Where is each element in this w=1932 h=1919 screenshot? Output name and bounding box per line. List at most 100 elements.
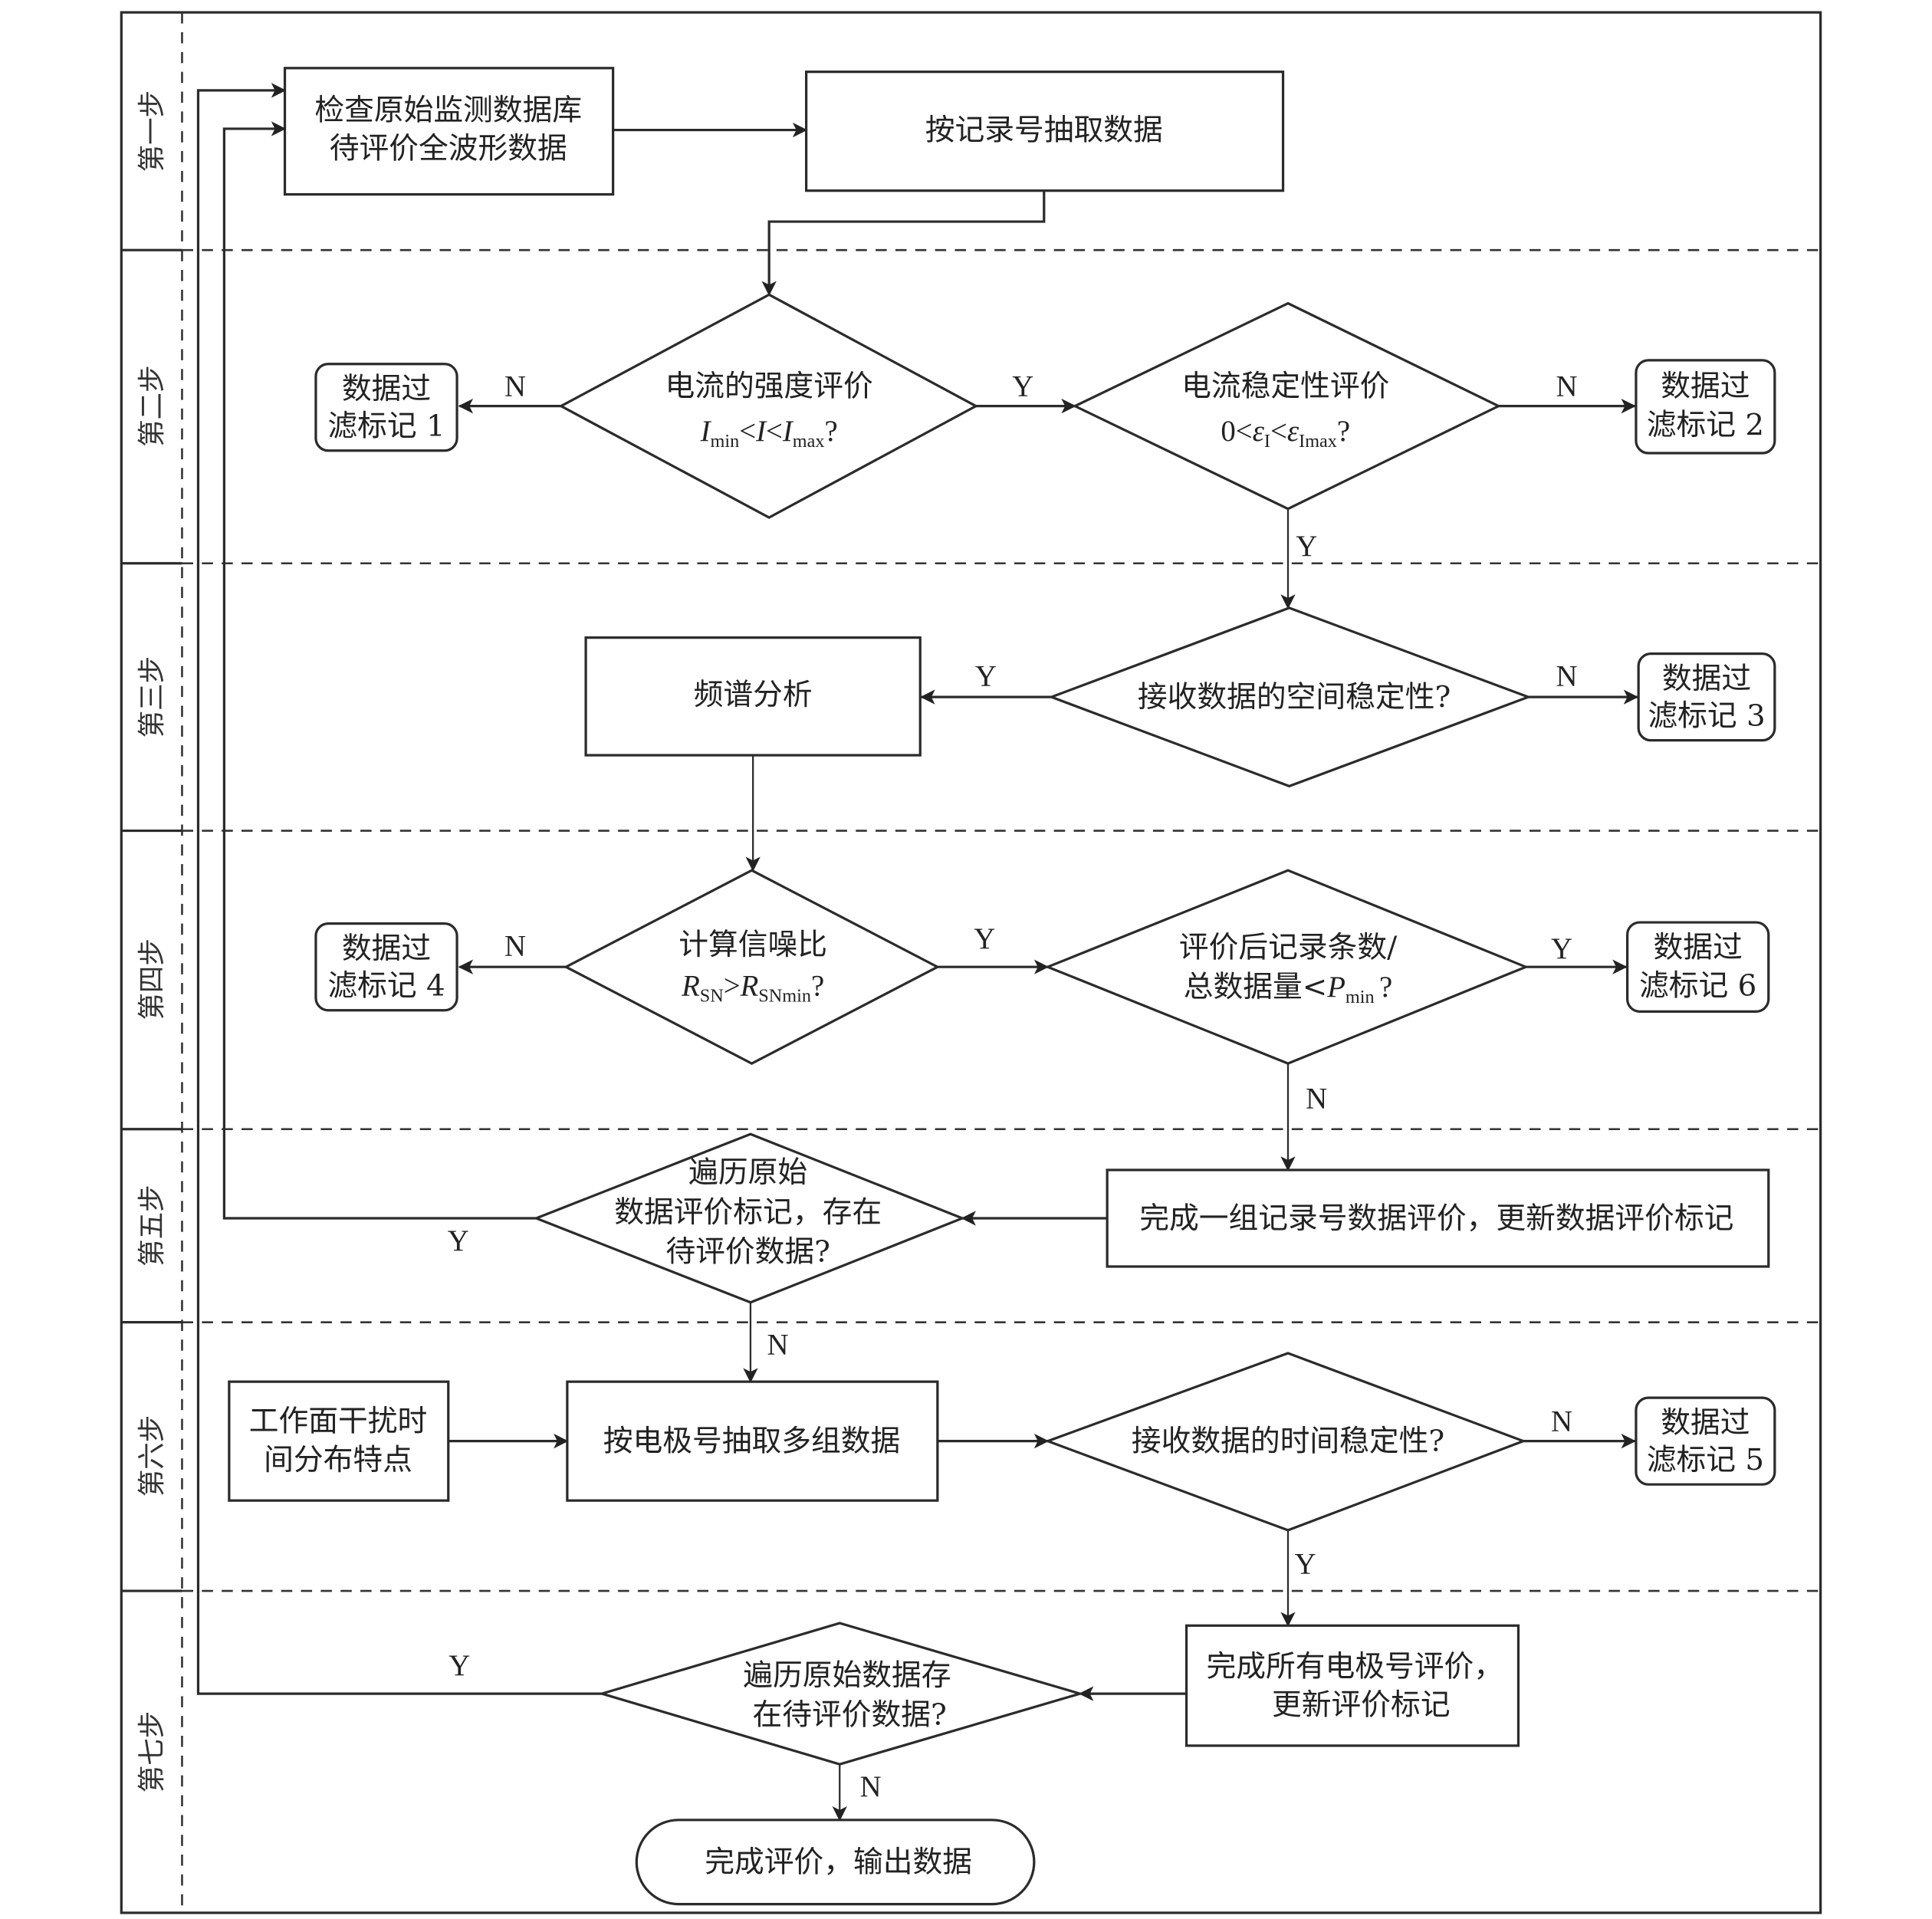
node-text: 按记录号抽取数据 [925, 113, 1163, 147]
node-text: 待评价数据? [665, 1235, 830, 1270]
outer-frame [120, 11, 1822, 1914]
node-text: 频谱分析 [694, 678, 813, 712]
edge-traverse1-yes-loop [222, 121, 537, 1220]
decision-diamond [1047, 606, 1533, 788]
node-text: 滤标记 5 [1647, 1443, 1764, 1477]
lane-label-step7: 第七步 [136, 1711, 168, 1793]
process-box [228, 1380, 450, 1502]
edge-label-y: Y [974, 922, 995, 955]
node-extract-by-electrode: 按电极号抽取多组数据 [566, 1380, 939, 1502]
decision-diamond [1044, 869, 1530, 1065]
node-math: 总数据量<Pmin? [1184, 970, 1393, 1007]
edge-label-y: Y [1012, 370, 1033, 403]
node-ratio-check: 评价后记录条数/ 总数据量<Pmin? [1044, 869, 1530, 1065]
edge-label-y: Y [1295, 1547, 1316, 1580]
lane-label-step3: 第三步 [136, 656, 168, 738]
process-box [805, 71, 1285, 192]
node-text: 遍历原始 [688, 1155, 807, 1190]
terminal-box [1635, 1396, 1776, 1486]
lane-label-step5: 第五步 [136, 1185, 168, 1267]
edge-label-n: N [504, 370, 526, 403]
node-spatial-stability: 接收数据的空间稳定性? [1047, 606, 1533, 788]
node-text: 在待评价数据? [752, 1697, 946, 1732]
node-text: 完成一组记录号数据评价，更新数据评价标记 [1139, 1201, 1733, 1236]
decision-diamond [558, 293, 979, 519]
process-box [584, 636, 922, 757]
decision-diamond [563, 869, 941, 1065]
node-extract-by-record: 按记录号抽取数据 [805, 71, 1285, 192]
node-current-strength: 电流的强度评价 Imin<I<Imax? [558, 293, 979, 519]
edge-label-y: Y [448, 1224, 469, 1257]
node-text: 完成所有电极号评价， [1206, 1649, 1503, 1684]
node-complete-group: 完成一组记录号数据评价，更新数据评价标记 [1106, 1168, 1770, 1268]
node-temporal-stability: 接收数据的时间稳定性? [1043, 1352, 1527, 1532]
node-filter2: 数据过 滤标记 2 [1635, 359, 1776, 455]
node-text: 滤标记 1 [327, 409, 445, 443]
lane-label-step2: 第二步 [136, 365, 168, 447]
node-text: 滤标记 2 [1647, 408, 1764, 442]
lane-label-step4: 第四步 [136, 938, 168, 1020]
edge-label-y: Y [1551, 932, 1572, 965]
edge-label-n: N [1556, 660, 1577, 693]
node-text: 数据过 [342, 372, 431, 406]
edge-extract-to-strength [761, 190, 1046, 296]
node-math: Imin<I<Imax? [700, 415, 838, 452]
terminal-box [314, 363, 458, 452]
node-text: 滤标记 4 [327, 968, 445, 1003]
node-text: 遍历原始数据存 [743, 1658, 951, 1693]
node-text: 数据过 [1662, 662, 1751, 696]
node-spectrum: 频谱分析 [584, 636, 922, 757]
node-math: 0<εI<εImax? [1221, 415, 1350, 452]
lane-label-step6: 第六步 [136, 1415, 168, 1497]
node-traverse1: 遍历原始 数据评价标记，存在 待评价数据? [533, 1132, 966, 1304]
edge-label-n: N [504, 930, 526, 963]
node-text: 数据过 [1661, 1405, 1750, 1440]
node-text: 待评价全波形数据 [330, 132, 567, 166]
decision-diamond [1072, 301, 1502, 511]
edge-label-n: N [1306, 1082, 1327, 1115]
node-filter4: 数据过 滤标记 4 [314, 922, 458, 1012]
node-filter1: 数据过 滤标记 1 [314, 363, 458, 452]
edge-label-y: Y [1296, 530, 1317, 563]
edge-label-n: N [767, 1329, 788, 1362]
node-snr: 计算信噪比 RSN>RSNmin? [563, 869, 941, 1065]
terminal-box [1637, 652, 1776, 742]
terminal-box [314, 922, 458, 1012]
node-text: 评价后记录条数/ [1179, 930, 1398, 964]
process-box [1106, 1168, 1770, 1268]
node-text: 滤标记 3 [1648, 698, 1765, 733]
lane-dividers [121, 248, 1821, 1592]
node-text: 电流稳定性评价 [1181, 370, 1389, 404]
terminal-box [1626, 921, 1770, 1013]
node-text: 数据评价标记，存在 [614, 1195, 882, 1230]
node-text: 间分布特点 [264, 1443, 412, 1477]
node-current-stability: 电流稳定性评价 0<εI<εImax? [1072, 301, 1502, 511]
node-text: 数据过 [342, 932, 431, 966]
node-interference: 工作面干扰时 间分布特点 [228, 1380, 450, 1502]
edge-label-y: Y [449, 1649, 470, 1682]
node-filter6: 数据过 滤标记 6 [1626, 921, 1770, 1013]
node-text: 电流的强度评价 [665, 370, 873, 404]
decision-diamond [597, 1622, 1085, 1766]
node-text: 计算信噪比 [678, 928, 827, 962]
process-box [1184, 1624, 1520, 1747]
terminator-pill [635, 1819, 1036, 1906]
node-text: 滤标记 6 [1639, 968, 1756, 1003]
node-finish: 完成评价，输出数据 [635, 1819, 1036, 1906]
edge-label-y: Y [975, 660, 997, 693]
lane-label-step1: 第一步 [136, 90, 168, 173]
node-text: 检查原始监测数据库 [314, 94, 582, 128]
node-text: 数据过 [1654, 930, 1743, 964]
node-text: 接收数据的时间稳定性? [1132, 1424, 1444, 1459]
edge-label-n: N [1551, 1405, 1572, 1438]
node-text: 接收数据的空间稳定性? [1138, 680, 1451, 715]
node-text: 工作面干扰时 [249, 1405, 428, 1439]
edge-traverse2-yes-loop [196, 83, 603, 1695]
node-check-db: 检查原始监测数据库 待评价全波形数据 [283, 67, 615, 196]
node-text: 数据过 [1661, 370, 1750, 404]
node-text: 完成评价，输出数据 [705, 1845, 972, 1880]
node-filter5: 数据过 滤标记 5 [1635, 1396, 1776, 1486]
node-traverse2: 遍历原始数据存 在待评价数据? [597, 1622, 1085, 1766]
node-text: 更新评价标记 [1272, 1688, 1451, 1723]
